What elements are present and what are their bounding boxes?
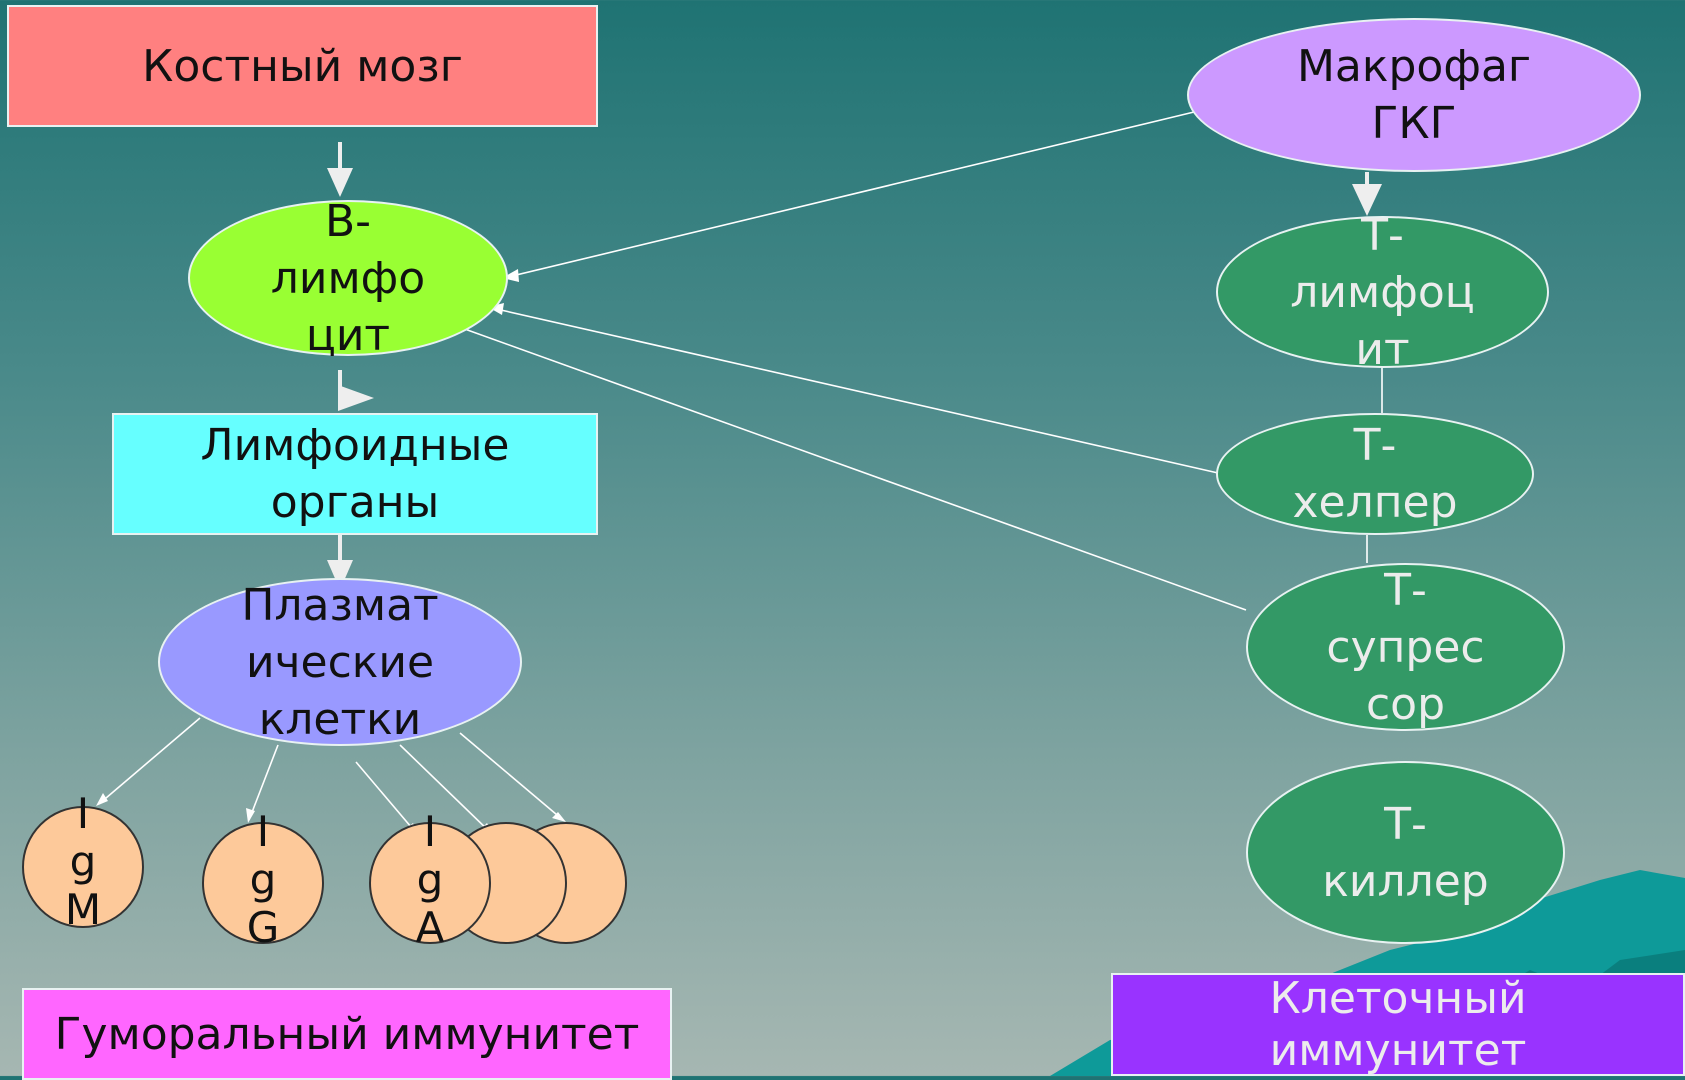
- cellular-immunity-box: Клеточный иммунитет: [1111, 973, 1685, 1076]
- right-arrow-head: [338, 385, 374, 411]
- arrowhead: [552, 812, 566, 822]
- bone-marrow-box: Костный мозг: [7, 5, 598, 127]
- b-lymphocyte-node: В- лимфо цит: [188, 196, 508, 361]
- t-helper-label: Т- хелпер: [1292, 420, 1458, 528]
- macrophage-label: Макрофаг ГКГ: [1296, 41, 1532, 149]
- igm-label: I g M: [64, 789, 102, 934]
- arrowhead: [96, 793, 108, 806]
- t-killer-node: Т- киллер: [1246, 761, 1565, 944]
- igm-circle: [22, 806, 144, 928]
- t-lymphocyte-node: Т- лимфоц ит: [1216, 210, 1549, 375]
- bone-marrow-label: Костный мозг: [142, 40, 463, 92]
- cellular-immunity-label: Клеточный иммунитет: [1269, 972, 1527, 1076]
- t-helper-node: Т- хелпер: [1216, 413, 1534, 535]
- humoral-immunity-label: Гуморальный иммунитет: [54, 1008, 640, 1060]
- iga-label: I g A: [415, 807, 445, 952]
- t-suppressor-label: Т- супрес сор: [1326, 564, 1485, 730]
- connector-line: [459, 732, 564, 821]
- connector-line: [355, 761, 418, 835]
- t-suppressor-node: Т- супрес сор: [1246, 563, 1565, 731]
- t-lymphocyte-label: Т- лимфоц ит: [1290, 209, 1475, 375]
- connector-line: [248, 744, 279, 821]
- connector-line: [507, 111, 1195, 278]
- down-arrow-head: [327, 168, 353, 197]
- igg-circle: [202, 822, 324, 944]
- b-lymphocyte-label: В- лимфо цит: [270, 195, 426, 361]
- lymphoid-organs-box: Лимфоидные органы: [112, 413, 598, 535]
- t-killer-label: Т- киллер: [1322, 798, 1489, 907]
- connector-line: [98, 717, 201, 805]
- connector-line: [399, 744, 493, 835]
- iga-circle: [369, 822, 491, 944]
- humoral-immunity-box: Гуморальный иммунитет: [22, 988, 672, 1080]
- macrophage-node: Макрофаг ГКГ: [1187, 18, 1641, 172]
- connector-line: [491, 307, 1219, 474]
- igg-label: I g G: [246, 807, 280, 952]
- down-arrow-head: [1352, 184, 1382, 216]
- arrowhead: [246, 808, 255, 823]
- plasma-cells-label: Плазмат ические клетки: [241, 579, 439, 745]
- lymphoid-organs-label: Лимфоидные органы: [200, 420, 510, 528]
- plasma-cells-node: Плазмат ические клетки: [158, 578, 522, 746]
- connector-line: [447, 322, 1247, 611]
- down-arrow-head: [327, 560, 353, 590]
